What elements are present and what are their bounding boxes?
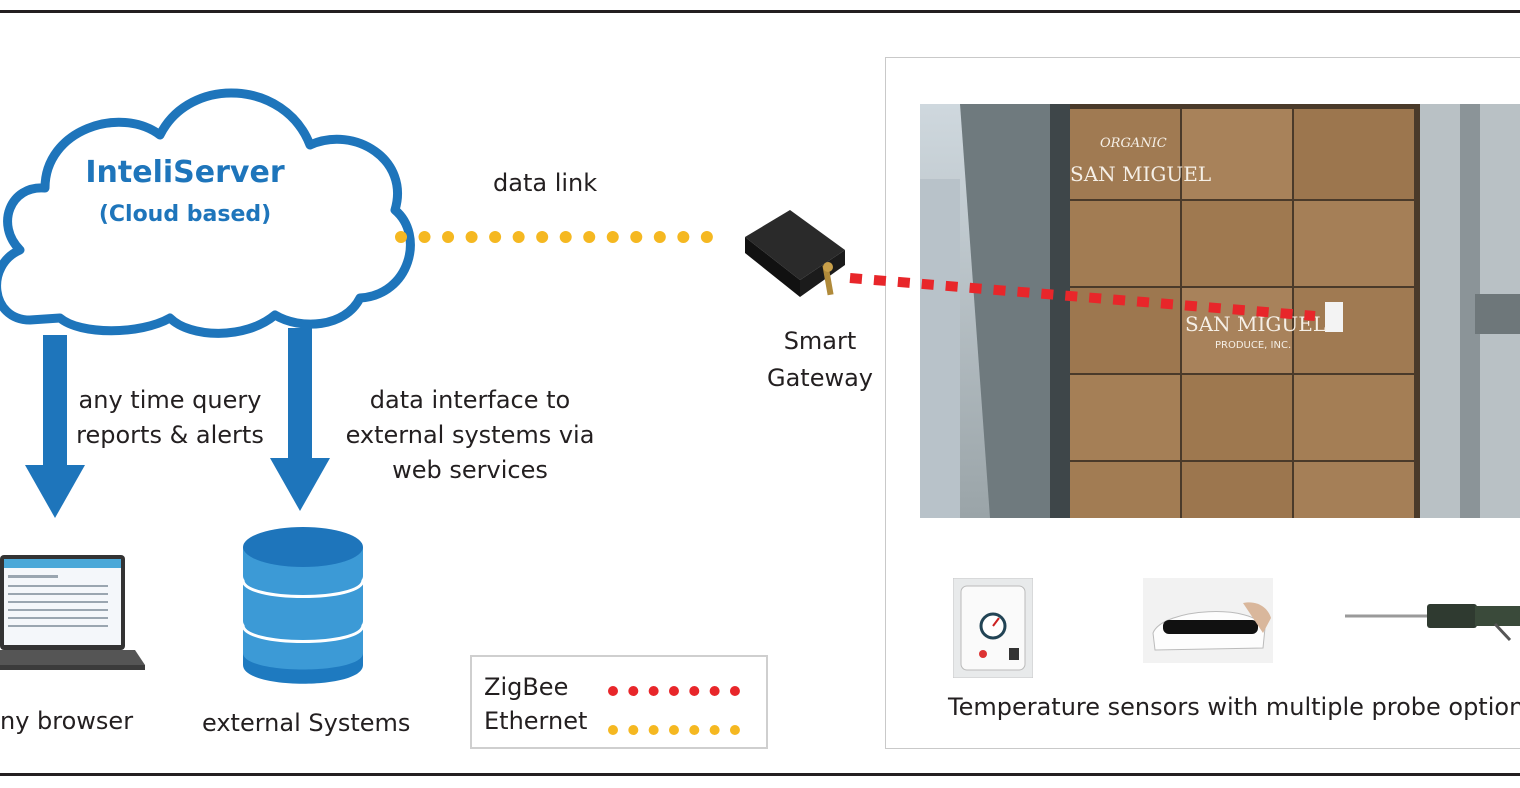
legend-zigbee-label: ZigBee bbox=[484, 673, 569, 701]
cloud-icon bbox=[0, 88, 415, 338]
browser-label: ny browser bbox=[0, 707, 134, 735]
wireless-sensor-icon bbox=[1143, 578, 1273, 663]
sensor-unit-icon bbox=[953, 578, 1033, 678]
ethernet-link-line bbox=[395, 231, 713, 243]
box-brand-text: SAN MIGUEL bbox=[1070, 162, 1212, 186]
legend-ethernet-label: Ethernet bbox=[484, 707, 588, 735]
frame-top-line bbox=[0, 10, 1520, 13]
database-icon bbox=[241, 527, 365, 684]
external-systems-label: external Systems bbox=[202, 709, 411, 737]
legend-zigbee-swatch bbox=[608, 686, 740, 696]
cloud-title: InteliServer bbox=[85, 155, 285, 190]
query-label-line1: any time query bbox=[78, 386, 262, 414]
laptop-icon bbox=[0, 555, 145, 670]
query-arrow-icon bbox=[25, 335, 85, 518]
cloud-subtitle: (Cloud based) bbox=[98, 202, 272, 227]
gateway-label-line1: Smart bbox=[783, 327, 857, 355]
temperature-probe-icon bbox=[1345, 604, 1520, 642]
frame-bottom-line bbox=[0, 773, 1520, 776]
box-brand-text-2: SAN MIGUEL bbox=[1185, 312, 1327, 336]
truck-cargo-photo bbox=[920, 104, 1520, 518]
interface-label-line1: data interface to bbox=[369, 386, 571, 414]
legend-ethernet-swatch bbox=[608, 725, 740, 735]
box-tag-text: ORGANIC bbox=[1100, 136, 1167, 151]
gateway-device-icon bbox=[745, 210, 845, 297]
sensors-caption: Temperature sensors with multiple probe … bbox=[948, 693, 1520, 721]
gateway-label-line2: Gateway bbox=[766, 364, 874, 392]
data-link-label: data link bbox=[493, 169, 598, 197]
query-label-line2: reports & alerts bbox=[76, 421, 264, 449]
interface-arrow-icon bbox=[270, 328, 330, 511]
box-sub-text: PRODUCE, INC. bbox=[1215, 340, 1292, 351]
zigbee-link-line bbox=[849, 273, 1316, 321]
interface-label-line2: external systems via bbox=[345, 421, 595, 449]
interface-label-line3: web services bbox=[392, 456, 548, 484]
